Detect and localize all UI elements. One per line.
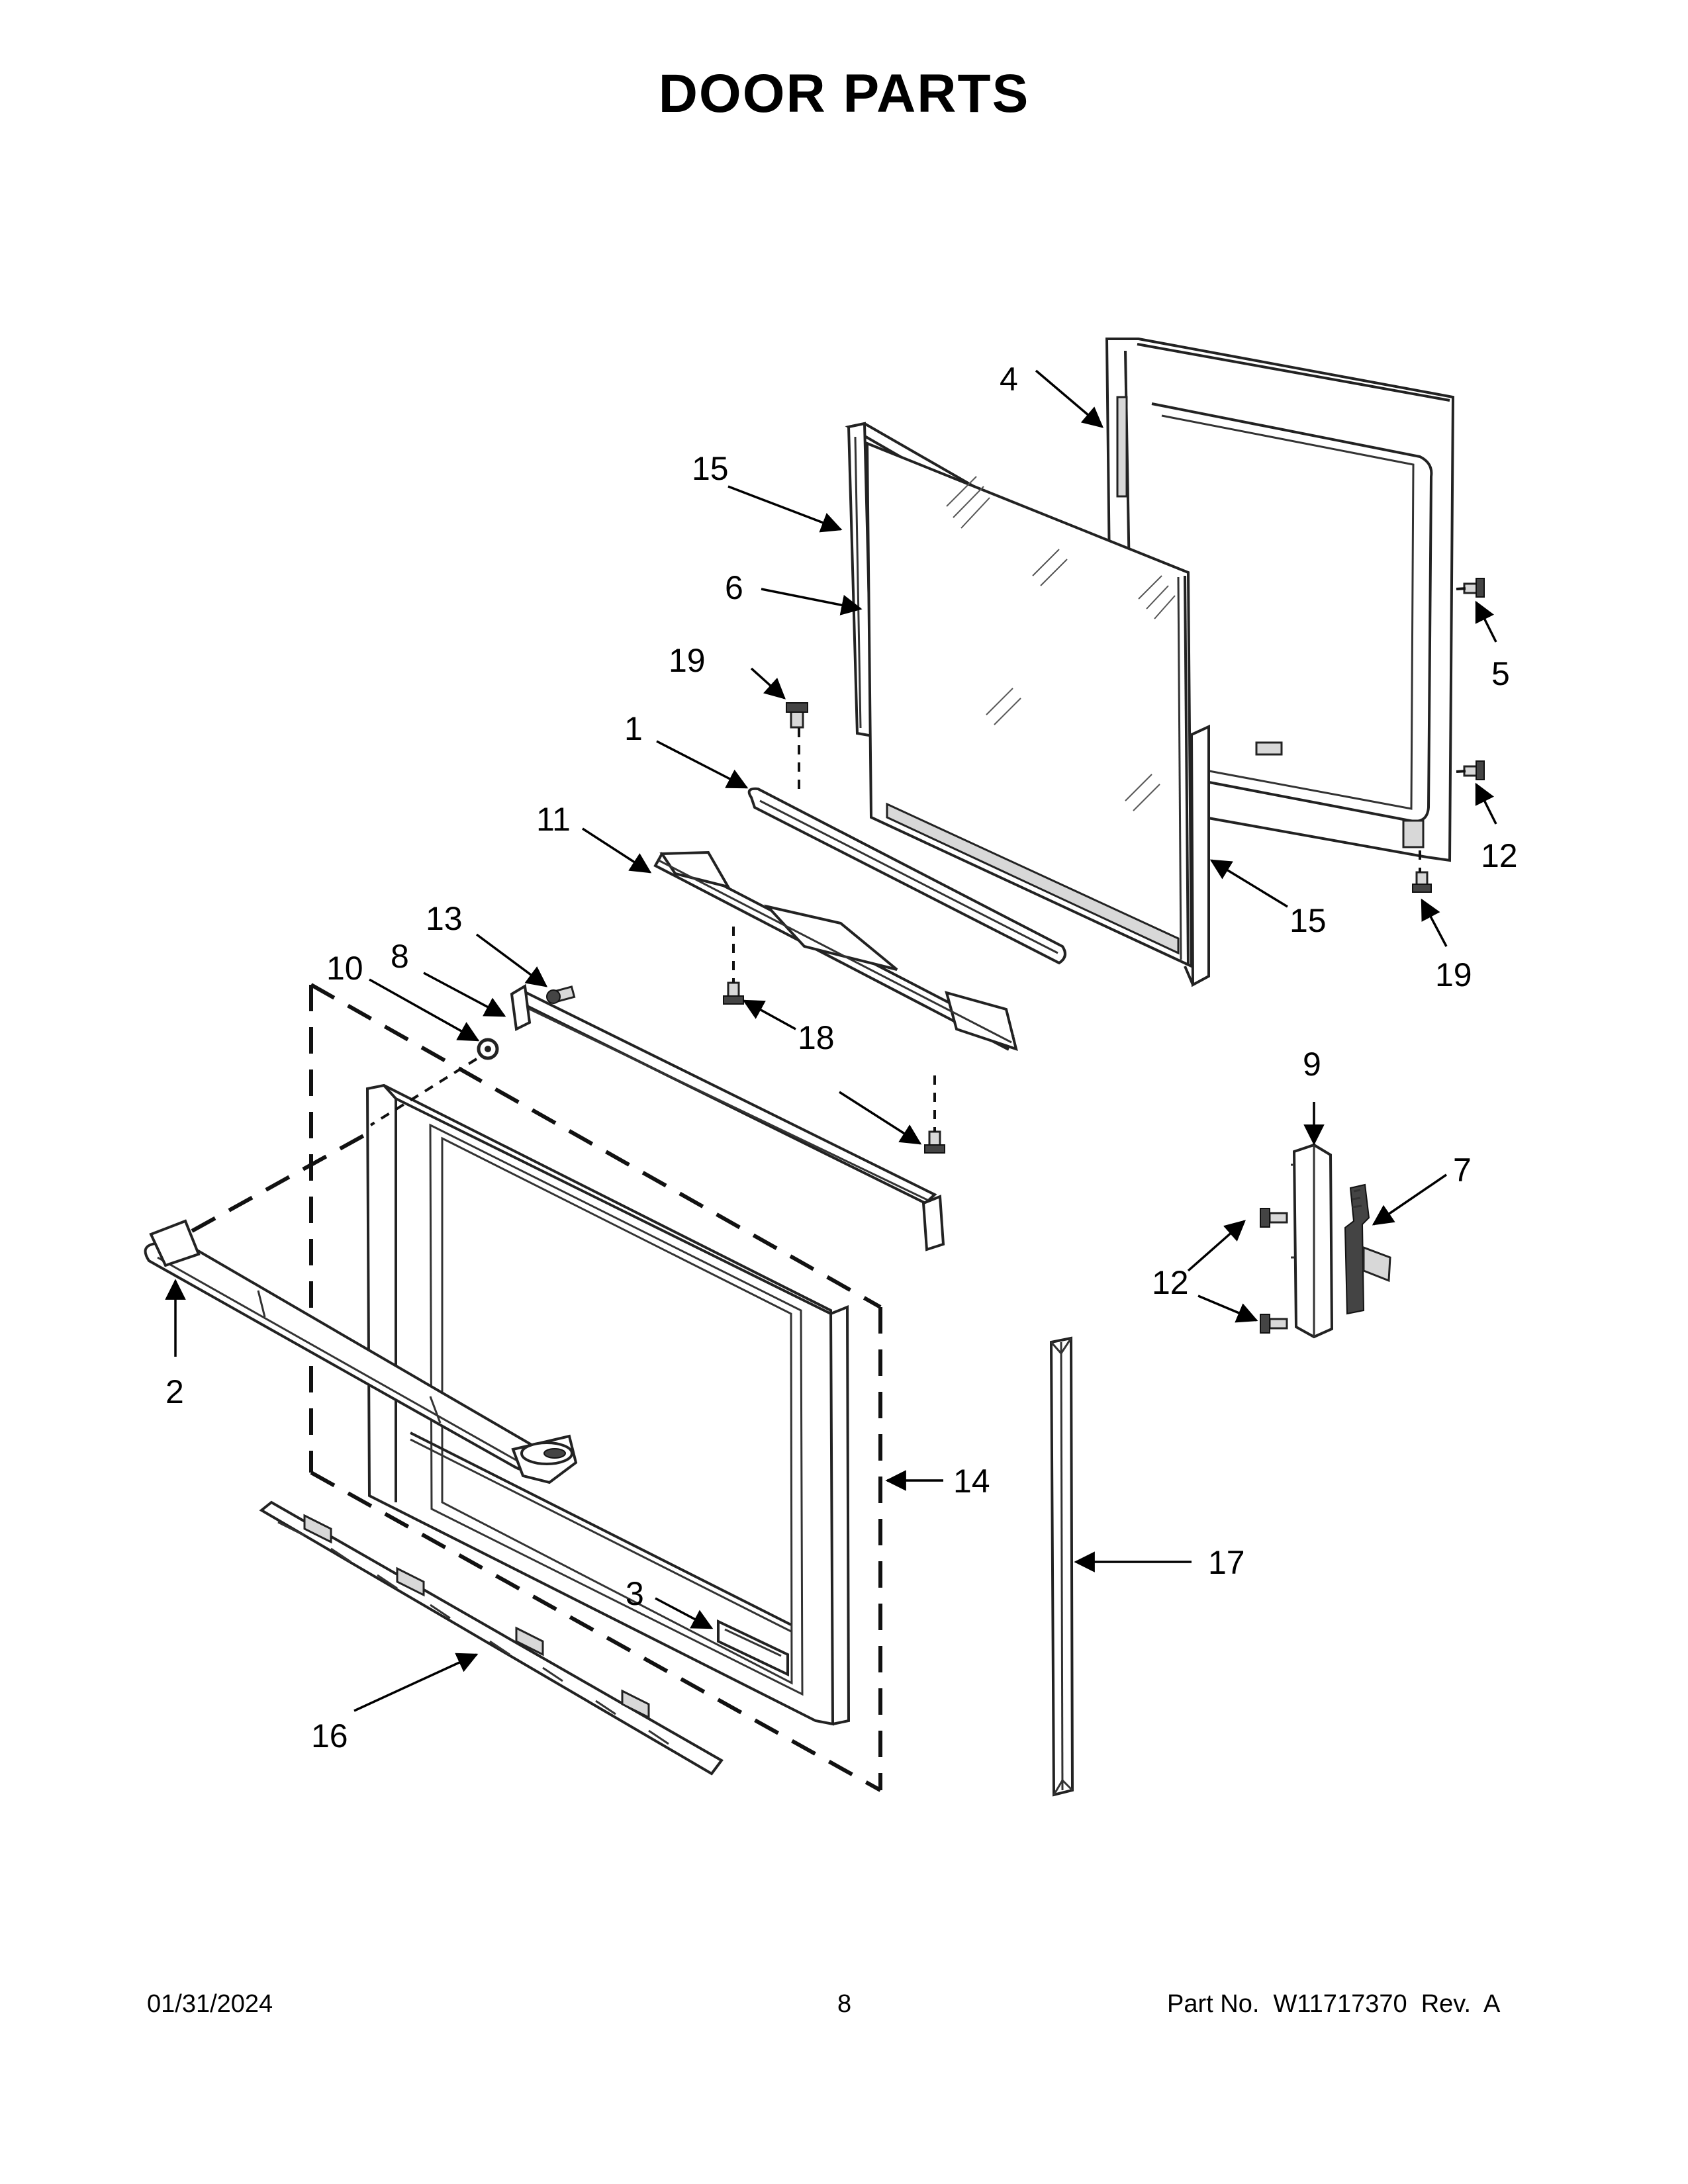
callout-labels: 4 15 6 19 1 11 5 12 15 19 13 8 10 18 9 7…: [165, 361, 1518, 1754]
callout-4: 4: [1000, 361, 1018, 398]
screw-19-upper: [786, 702, 808, 729]
footer-part-number: Part No. W11717370 Rev. A: [1167, 1990, 1501, 2018]
callout-11: 11: [536, 801, 571, 838]
callout-19-lower: 19: [1435, 956, 1472, 993]
callout-2: 2: [165, 1373, 184, 1410]
callout-13: 13: [426, 900, 463, 937]
screw-5: [1463, 578, 1485, 598]
leader-arrows: [165, 369, 1497, 1712]
door-vent: [259, 1500, 724, 1776]
callout-16: 16: [311, 1717, 348, 1754]
door-hinge: [1344, 1183, 1391, 1315]
callout-18: 18: [798, 1019, 835, 1056]
assembly-outline-14: [309, 983, 882, 1792]
screw-12-hinge-upper: [1260, 1208, 1288, 1228]
door-glass: [865, 441, 1194, 969]
footer-date: 01/31/2024: [147, 1990, 273, 2018]
assembly-guide-lines: [191, 587, 1467, 1233]
glass-pack-frame-edge: [1184, 724, 1210, 987]
door-gasket-strip: [1049, 1336, 1074, 1797]
callout-5: 5: [1491, 655, 1510, 692]
footer-page-number: 8: [837, 1990, 852, 2018]
callout-6: 6: [725, 569, 743, 606]
glass-reflection-marks: [946, 476, 1176, 811]
screw-12-hinge-lower: [1260, 1314, 1288, 1334]
callout-1: 1: [624, 710, 643, 747]
callout-7: 7: [1453, 1152, 1472, 1189]
callout-17: 17: [1208, 1544, 1245, 1581]
glass-channel: [747, 787, 1066, 965]
screw-13: [546, 985, 576, 1004]
screw-18-left: [723, 981, 744, 1005]
outer-door-panel: [365, 1083, 851, 1726]
callout-15-lower: 15: [1289, 902, 1327, 939]
callout-12-lower: 12: [1152, 1264, 1189, 1301]
callout-12-upper: 12: [1481, 837, 1518, 874]
callout-10: 10: [326, 950, 363, 987]
callout-8: 8: [391, 938, 409, 975]
channel-bracket: [653, 850, 1018, 1052]
screw-19-lower: [1412, 871, 1432, 893]
page-title: DOOR PARTS: [658, 64, 1030, 124]
screw-12-upper: [1463, 760, 1485, 780]
callout-9: 9: [1303, 1046, 1321, 1083]
hinge-receiver: [1291, 1143, 1334, 1339]
screw-18-right: [924, 1130, 945, 1154]
callout-14: 14: [953, 1463, 990, 1500]
callout-15-upper: 15: [692, 450, 729, 487]
spacer-washer: [477, 1038, 499, 1060]
callout-19-upper: 19: [669, 642, 706, 679]
callout-3: 3: [626, 1575, 644, 1612]
door-handle: [144, 1219, 578, 1484]
door-support-rail: [510, 983, 945, 1251]
